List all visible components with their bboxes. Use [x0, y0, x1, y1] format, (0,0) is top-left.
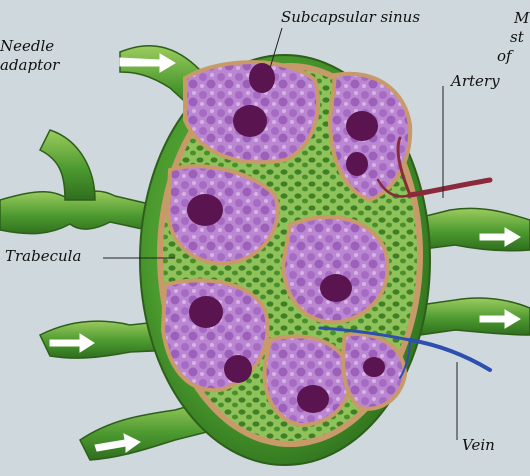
- artery-label: Artery: [451, 73, 500, 90]
- medulla-label-line2: st: [510, 29, 524, 46]
- subcapsular-sinus-label: Subcapsular sinus: [281, 9, 420, 26]
- needle-adaptor-label-line1: Needle: [0, 38, 54, 55]
- trabecula-label: Trabecula: [5, 248, 81, 265]
- vein-label: Vein: [462, 437, 495, 454]
- medulla-label-line3: of: [497, 48, 512, 65]
- medulla-label-line1: M: [514, 10, 529, 27]
- needle-adaptor-label-line2: adaptor: [0, 57, 59, 74]
